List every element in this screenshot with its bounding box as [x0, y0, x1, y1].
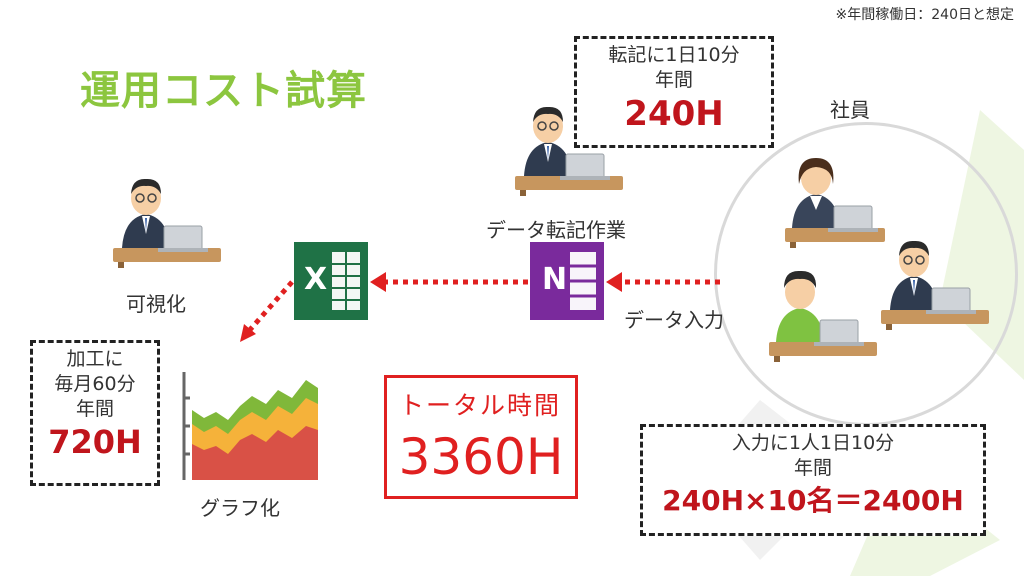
input-cost-value: 240H×10名＝2400H [662, 484, 964, 517]
visualize-worker-illustration [113, 178, 221, 268]
workday-note: ※年間稼働日：240日と想定 [835, 7, 1014, 23]
employee-woman-illustration [785, 158, 885, 248]
page-title: 運用コスト試算 [80, 68, 367, 114]
arrow-excel-to-graph [246, 280, 294, 334]
total-time-box: トータル時間 3360H [384, 375, 578, 499]
onenote-icon: N [530, 242, 604, 320]
transfer-cost-box: 転記に1日10分 年間 240H [574, 36, 774, 148]
employee-young-man-illustration [769, 270, 877, 362]
transfer-work-label: データ転記作業 [486, 218, 626, 242]
excel-icon: X [294, 242, 368, 320]
input-cost-box: 入力に1人1日10分 年間 240H×10名＝2400H [640, 424, 986, 536]
total-time-label: トータル時間 [399, 391, 562, 420]
employee-man-illustration [881, 240, 989, 330]
employees-label: 社員 [830, 98, 870, 122]
transfer-cost-value: 240H [624, 94, 724, 134]
visualize-label: 可視化 [126, 292, 186, 316]
graphing-label: グラフ化 [200, 496, 280, 520]
area-chart-illustration [182, 372, 318, 480]
total-time-value: 3360H [398, 428, 564, 486]
processing-cost-value: 720H [48, 423, 142, 461]
data-input-label: データ入力 [624, 308, 724, 332]
processing-cost-box: 加工に 毎月60分 年間 720H [30, 340, 160, 486]
transfer-worker-illustration [515, 106, 623, 196]
